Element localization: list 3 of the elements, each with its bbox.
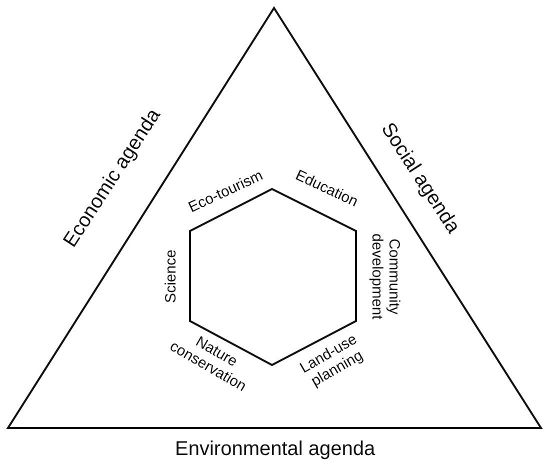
activity-label: Science <box>163 249 180 302</box>
agenda-label: Environmental agenda <box>175 438 376 460</box>
activity-label: Community development <box>368 232 402 322</box>
